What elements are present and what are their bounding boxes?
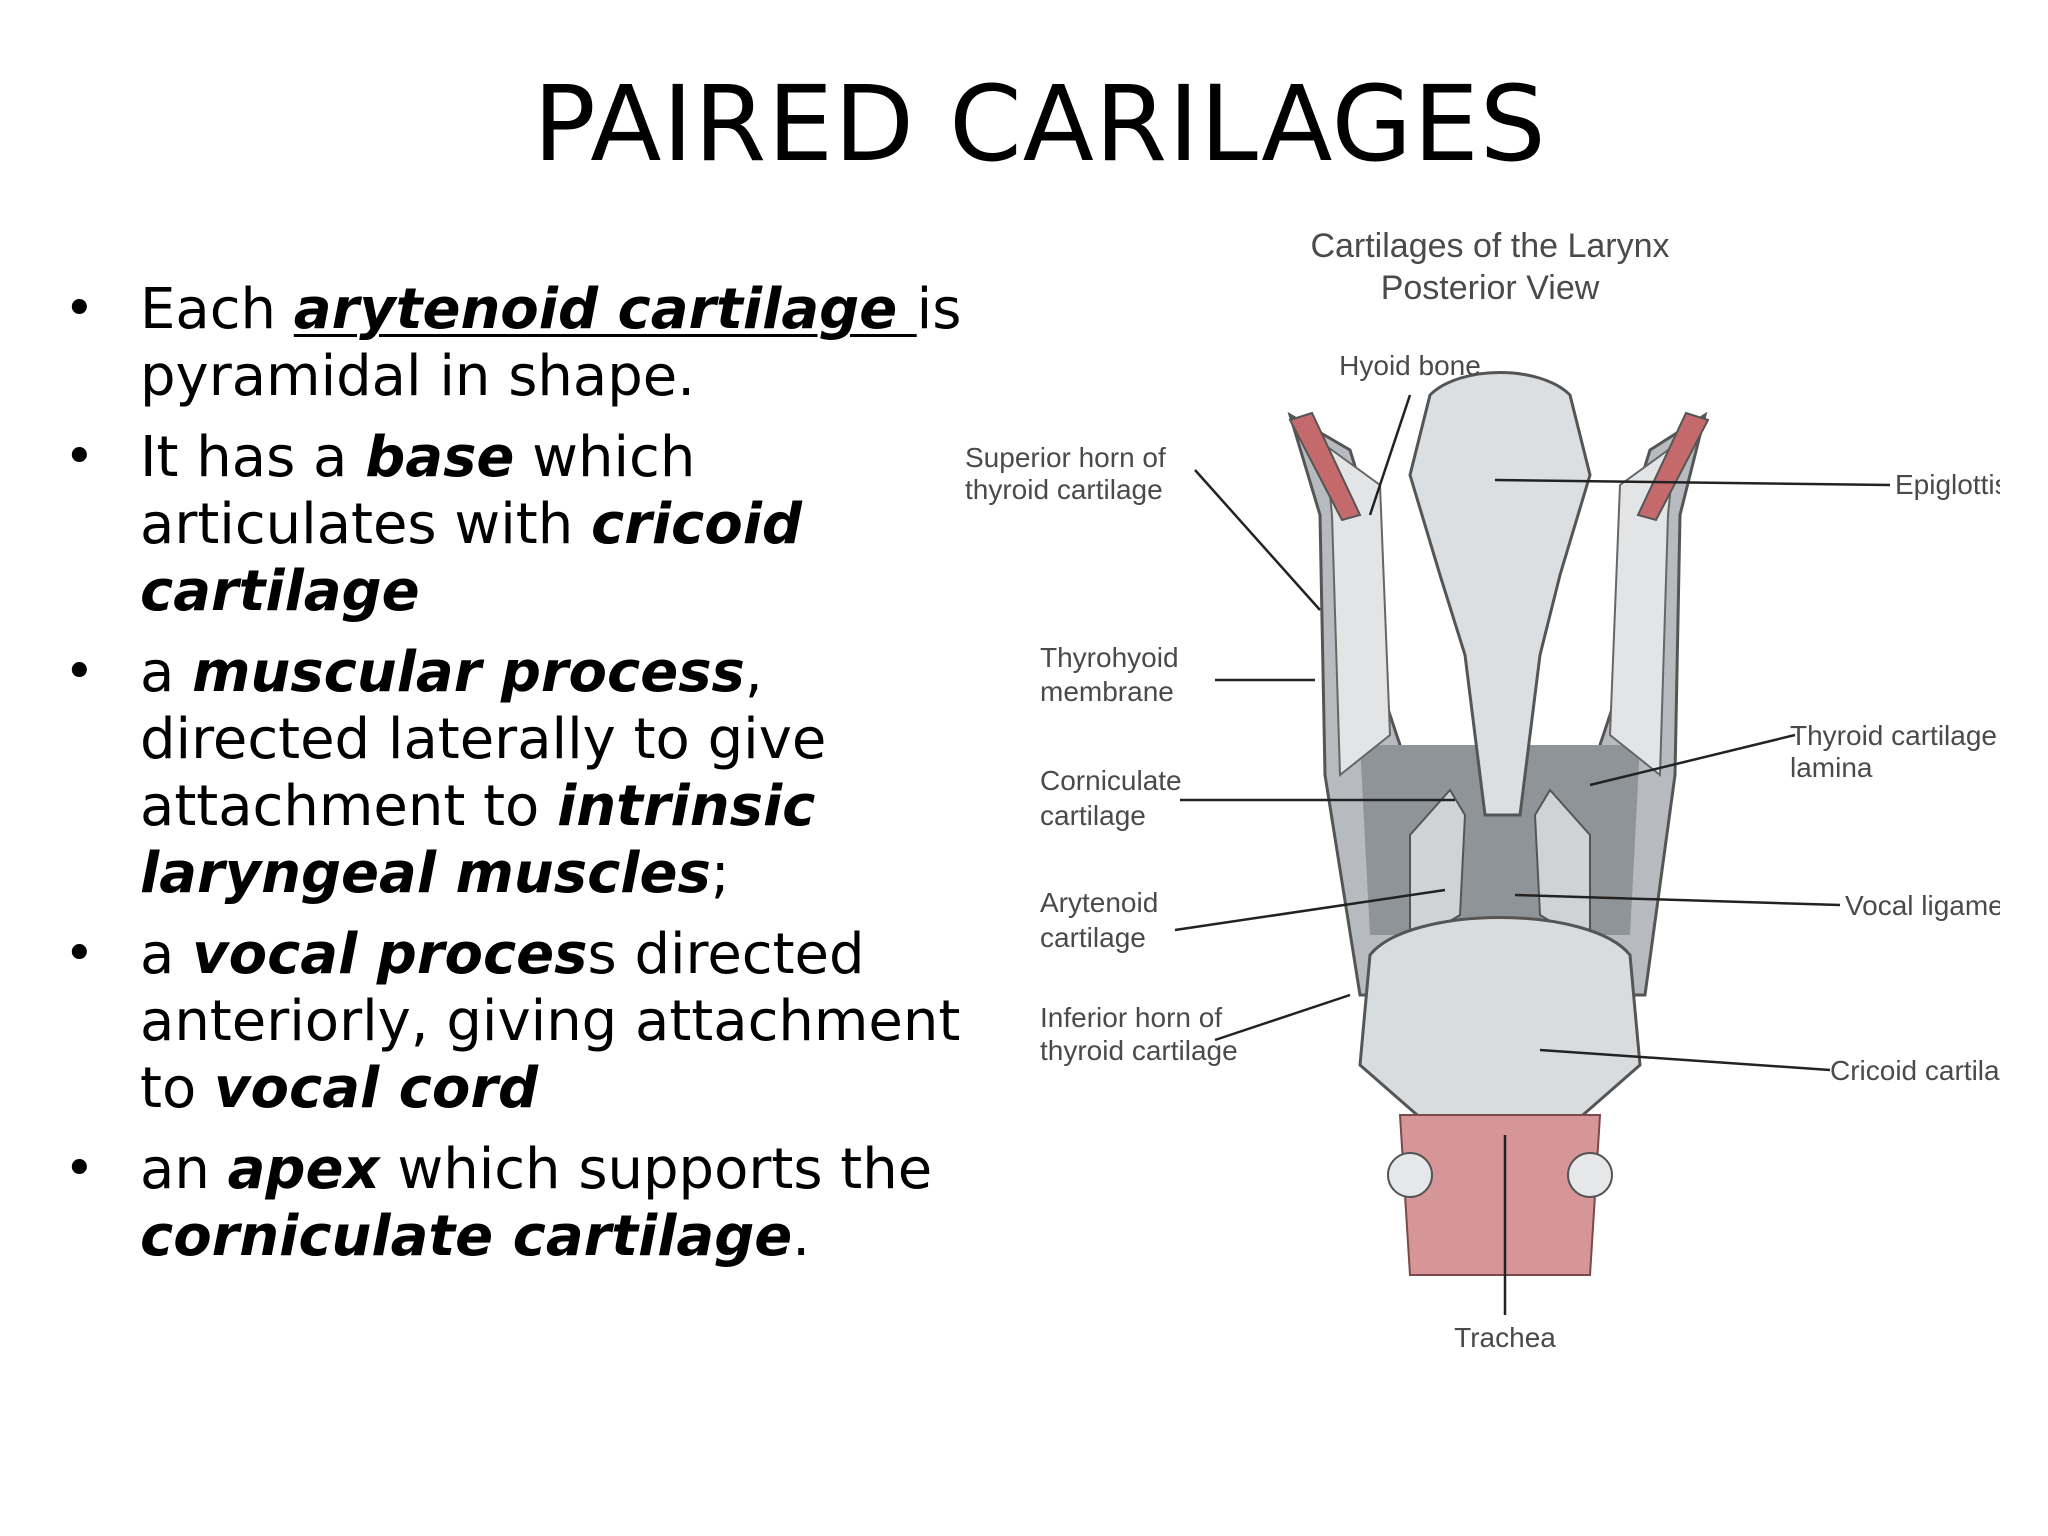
emphasis-term: vocal cord [214, 1056, 539, 1121]
slide-title: PAIRED CARILAGES [533, 63, 1547, 185]
bullet-text: which articulates with [140, 425, 696, 557]
label-inferior-horn-line1: Inferior horn of [1040, 1002, 1222, 1033]
bullet-item-arytenoid: Each arytenoid cartilage is pyramidal in… [56, 276, 976, 410]
cricoid-cartilage-shape [1358, 916, 1642, 1137]
emphasis-term: muscular process [192, 640, 745, 705]
bullet-text: Each [140, 277, 294, 342]
emphasis-term: cricoid cartilage [140, 492, 802, 624]
label-inferior-horn-line2: thyroid cartilage [1040, 1035, 1238, 1066]
label-superior-horn-line1: Superior horn of [965, 442, 1166, 473]
label-thyrohyoid-line2: membrane [1040, 676, 1174, 707]
bullet-item-vocal-process: a vocal process directed anteriorly, giv… [56, 921, 976, 1122]
bullet-text: which supports the [379, 1137, 933, 1202]
label-thyroid-lamina-line1: Thyroid cartilage [1790, 720, 1997, 751]
larynx-figure: Cartilages of the Larynx Posterior View [940, 215, 2031, 1415]
label-arytenoid-line1: Arytenoid [1040, 887, 1158, 918]
epiglottis-shape [1408, 371, 1592, 817]
emphasis-term: base [365, 425, 515, 490]
label-thyroid-lamina-line2: lamina [1790, 752, 1873, 783]
bullet-text: a [140, 640, 193, 705]
bullet-text: a [140, 922, 193, 987]
larynx-diagram: Cartilages of the Larynx Posterior View [965, 227, 2031, 1353]
emphasis-term: vocal proces [192, 922, 588, 987]
bullet-item-base: It has a base which articulates with cri… [56, 424, 976, 625]
right-tracheal-ring-shape [1567, 1152, 1613, 1198]
label-corniculate-line2: cartilage [1040, 800, 1146, 831]
bullet-text: It has a [140, 425, 366, 490]
emphasis-term: arytenoid cartilage [293, 277, 917, 342]
label-arytenoid-line2: cartilage [1040, 922, 1146, 953]
left-tracheal-ring-shape [1387, 1152, 1433, 1198]
bullet-text: s directed anteriorly, giving attachment… [140, 922, 961, 1121]
leader-lines [1174, 394, 1891, 1315]
bullet-list: Each arytenoid cartilage is pyramidal in… [56, 276, 976, 1284]
bullet-text: ; [710, 841, 730, 906]
left-arytenoid-shape [1409, 788, 1467, 947]
label-trachea: Trachea [1454, 1322, 1556, 1353]
label-cricoid: Cricoid cartilage [1830, 1055, 2000, 1086]
right-superior-horn-shape [1636, 411, 1710, 522]
label-thyrohyoid-line1: Thyrohyoid [1040, 642, 1179, 673]
label-superior-horn-line2: thyroid cartilage [965, 474, 1163, 505]
figure-title: Cartilages of the Larynx [1310, 227, 1669, 265]
bullet-item-apex: an apex which supports the corniculate c… [56, 1136, 976, 1270]
label-hyoid-bone: Hyoid bone [1339, 350, 1481, 381]
bullet-text: an [140, 1137, 228, 1202]
left-lamina-shape [1323, 442, 1392, 778]
bullet-text: . [792, 1204, 811, 1269]
right-lamina-shape [1608, 442, 1677, 778]
emphasis-term: apex [227, 1137, 380, 1202]
emphasis-term: corniculate cartilage [140, 1204, 793, 1269]
right-arytenoid-shape [1533, 788, 1591, 947]
label-epiglottis: Epiglottis [1895, 469, 2000, 500]
label-corniculate-line1: Corniculate [1040, 765, 1182, 796]
bullet-text: is pyramidal in shape. [140, 277, 962, 409]
left-superior-horn-shape [1288, 411, 1362, 522]
figure-labels: Hyoid bone Superior horn of thyroid cart… [965, 350, 2031, 1353]
label-vocal-ligament: Vocal ligament [1845, 890, 2000, 921]
bullet-item-muscular-process: a muscular process, directed laterally t… [56, 639, 976, 907]
trachea-shape [1398, 1114, 1602, 1276]
emphasis-term: intrinsic laryngeal muscles [140, 774, 816, 906]
figure-subtitle: Posterior View [1381, 269, 1600, 307]
bullet-text: , directed laterally to give attachment … [140, 640, 827, 839]
